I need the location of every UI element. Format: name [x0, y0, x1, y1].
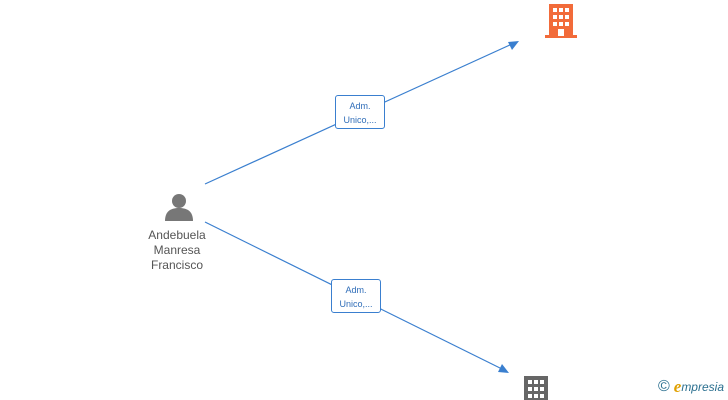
arrowhead-company-1 — [508, 41, 519, 50]
relation-label-1[interactable]: Adm. Unico,... — [335, 95, 385, 129]
person-name-line-1: Andebuela — [148, 228, 206, 242]
copyright-symbol: © — [657, 378, 670, 395]
arrowhead-company-2 — [498, 364, 509, 373]
person-icon[interactable] — [164, 193, 194, 221]
relation-label-2[interactable]: Adm. Unico,... — [331, 279, 381, 313]
building-icon[interactable] — [545, 4, 577, 38]
brand-footer: © e mpresia — [658, 377, 724, 397]
person-name-line-3: Francisco — [150, 258, 203, 272]
person-name-line-2: Manresa — [153, 243, 201, 257]
building-icon-2[interactable] — [524, 376, 548, 400]
brand-logo-text: mpresia — [681, 380, 724, 394]
relation-label-1-line-2: Unico,... — [343, 115, 377, 125]
relation-label-2-line-1: Adm. — [345, 285, 367, 295]
relation-label-1-line-1: Adm. — [349, 101, 371, 111]
relation-label-2-line-2: Unico,... — [339, 299, 373, 309]
person-name[interactable]: Andebuela Manresa Francisco — [134, 228, 220, 273]
brand-logo-initial: e — [673, 377, 682, 396]
